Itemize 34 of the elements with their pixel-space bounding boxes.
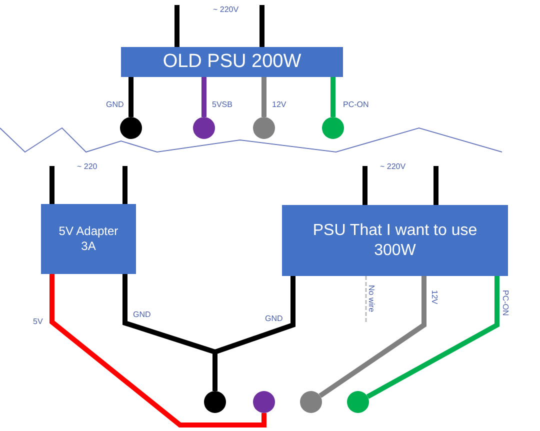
wire xyxy=(262,77,266,117)
wire-label: 5VSB xyxy=(212,101,232,109)
terminal-dot xyxy=(193,117,215,139)
cord-voltage-label: ~ 220V xyxy=(380,163,406,171)
wire-label: 12V xyxy=(272,101,286,109)
box-label: PSU That I want to use 300W xyxy=(312,220,478,260)
power-supply-box xyxy=(282,205,508,276)
power-supply-box xyxy=(121,47,343,77)
terminal-dot xyxy=(322,117,344,139)
wire-label: 5V xyxy=(33,318,43,326)
box-label: OLD PSU 200W xyxy=(162,50,302,74)
terminal-dot xyxy=(253,117,275,139)
wire xyxy=(318,276,426,398)
wire-label: GND xyxy=(133,311,151,319)
wire xyxy=(330,77,336,117)
wire-label: 12V xyxy=(430,290,438,304)
terminal-dot xyxy=(253,391,275,413)
wire-label: PC-ON xyxy=(501,290,509,316)
wire xyxy=(202,77,206,117)
wire xyxy=(50,274,266,428)
wire-label: GND xyxy=(106,101,124,109)
terminal-dot xyxy=(204,391,226,413)
wire xyxy=(366,276,500,399)
wire xyxy=(128,77,134,117)
no-wire-label: No wire xyxy=(367,285,375,312)
cord-voltage-label: ~ 220V xyxy=(213,6,239,14)
terminal-dot xyxy=(300,391,322,413)
cord-voltage-label: ~ 220 xyxy=(77,163,98,171)
terminal-dot xyxy=(120,117,142,139)
terminal-dot xyxy=(347,391,369,413)
power-supply-box xyxy=(41,204,136,274)
wire-label: GND xyxy=(265,315,283,323)
box-label: 5V Adapter 3A xyxy=(58,224,120,254)
wire-label: PC-ON xyxy=(343,101,369,109)
